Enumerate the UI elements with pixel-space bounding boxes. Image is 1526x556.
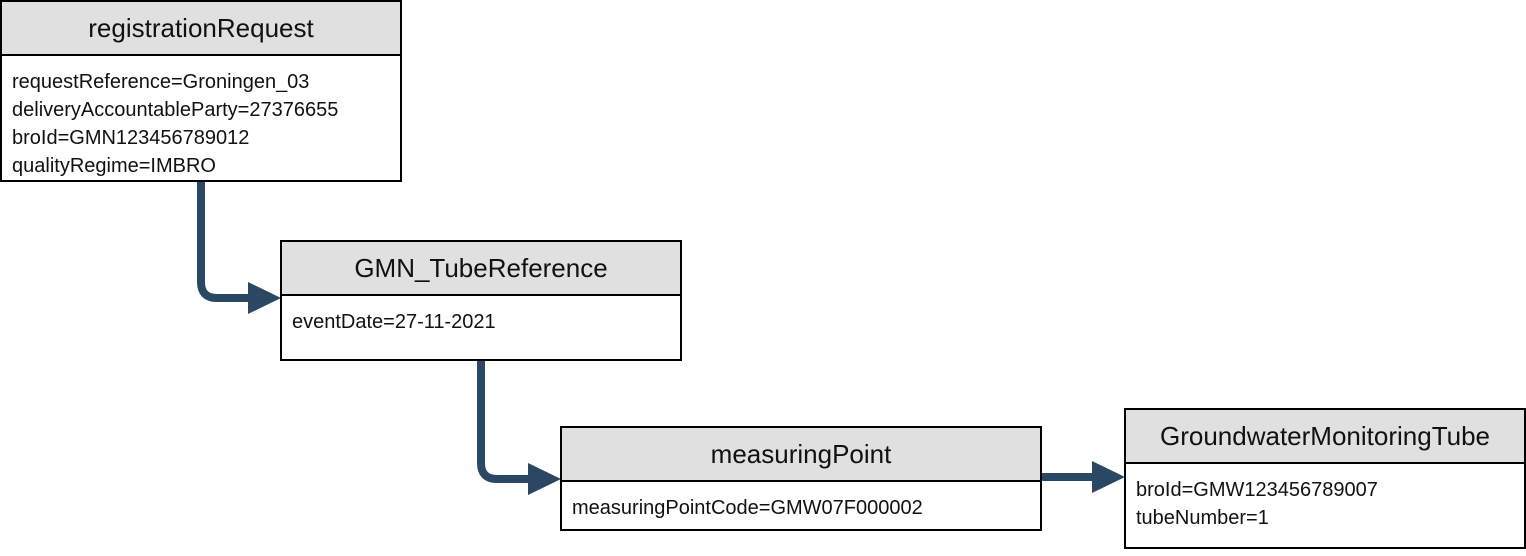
gmn-tube-reference-node: GMN_TubeReference eventDate=27-11-2021: [280, 240, 682, 361]
measuring-point-attributes: measuringPointCode=GMW07F000002: [562, 482, 1040, 522]
groundwater-monitoring-tube-node: GroundwaterMonitoringTube broId=GMW12345…: [1124, 408, 1526, 549]
attribute-bro-id: broId=GMN123456789012: [12, 127, 250, 149]
attribute-request-reference: requestReference=Groningen_03: [12, 71, 310, 93]
measuring-point-title: measuringPoint: [562, 428, 1040, 482]
attribute-quality-regime: qualityRegime=IMBRO: [12, 155, 216, 177]
arrowhead-measuring-point: [528, 463, 561, 495]
gmn-tube-reference-attributes: eventDate=27-11-2021: [282, 296, 680, 336]
attribute-event-date: eventDate=27-11-2021: [292, 311, 496, 333]
registration-request-node: registrationRequest requestReference=Gro…: [0, 0, 402, 182]
groundwater-monitoring-tube-title: GroundwaterMonitoringTube: [1126, 410, 1524, 464]
attribute-tube-number: tubeNumber=1: [1136, 507, 1269, 529]
registration-request-title: registrationRequest: [2, 2, 400, 56]
attribute-delivery-accountable-party: deliveryAccountableParty=27376655: [12, 99, 339, 121]
measuring-point-node: measuringPoint measuringPointCode=GMW07F…: [560, 426, 1042, 531]
registration-request-attributes: requestReference=Groningen_03 deliveryAc…: [2, 56, 400, 180]
groundwater-monitoring-tube-attributes: broId=GMW123456789007 tubeNumber=1: [1126, 464, 1524, 532]
arrowhead-monitoring-tube: [1092, 461, 1125, 493]
connector-tube-reference-to-measuring-point: [477, 361, 530, 483]
attribute-tube-bro-id: broId=GMW123456789007: [1136, 479, 1378, 501]
attribute-measuring-point-code: measuringPointCode=GMW07F000002: [572, 497, 923, 519]
arrowhead-tube-reference: [248, 282, 281, 314]
gmn-tube-reference-title: GMN_TubeReference: [282, 242, 680, 296]
connector-registration-to-tube-reference: [197, 182, 250, 302]
